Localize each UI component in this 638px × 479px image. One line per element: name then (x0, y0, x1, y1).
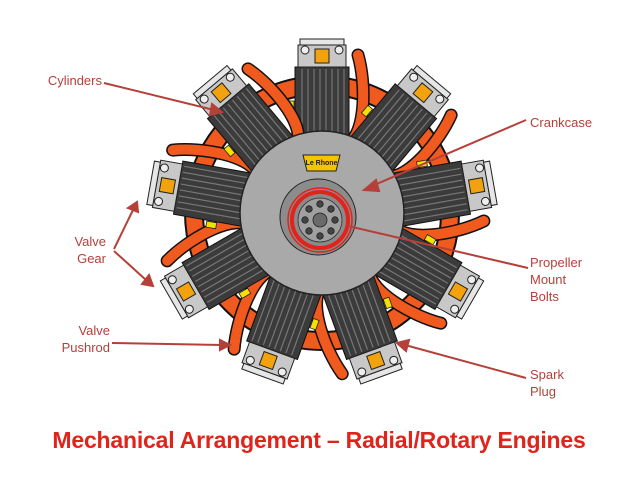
valve-gear-leader-lower (113, 250, 147, 281)
label-spark-plug: Spark Plug (530, 367, 564, 399)
page-title: Mechanical Arrangement – Radial/Rotary E… (52, 427, 586, 453)
valve-gear-arrowhead-upper (125, 200, 140, 214)
valve-gear-arrowhead-lower (140, 272, 155, 288)
label-crankcase: Crankcase (530, 115, 593, 130)
crankcase-arrowhead (361, 178, 381, 193)
label-cylinders: Cylinders (47, 73, 102, 88)
valve-pushrod-arrowhead (219, 338, 233, 352)
brand-plate-text: Le Rhone (306, 160, 338, 167)
valve-gear-leader-upper (113, 209, 134, 250)
crankcase-leader (371, 119, 527, 187)
label-propeller-mount-bolts: Propeller Mount Bolts (530, 255, 583, 304)
spark-plug-arrowhead (394, 338, 411, 353)
crankcase (239, 130, 405, 296)
spark-plug-leader (404, 344, 527, 379)
valve-pushrod-leader (111, 342, 223, 346)
cylinders-arrowhead (208, 102, 225, 117)
propeller-bolts-leader (347, 225, 529, 269)
label-valve-gear: Valve Gear (74, 234, 106, 266)
label-valve-pushrod: Valve Pushrod (61, 323, 110, 355)
brand-plate: Le Rhone (302, 154, 341, 172)
cylinders-leader (103, 82, 215, 111)
